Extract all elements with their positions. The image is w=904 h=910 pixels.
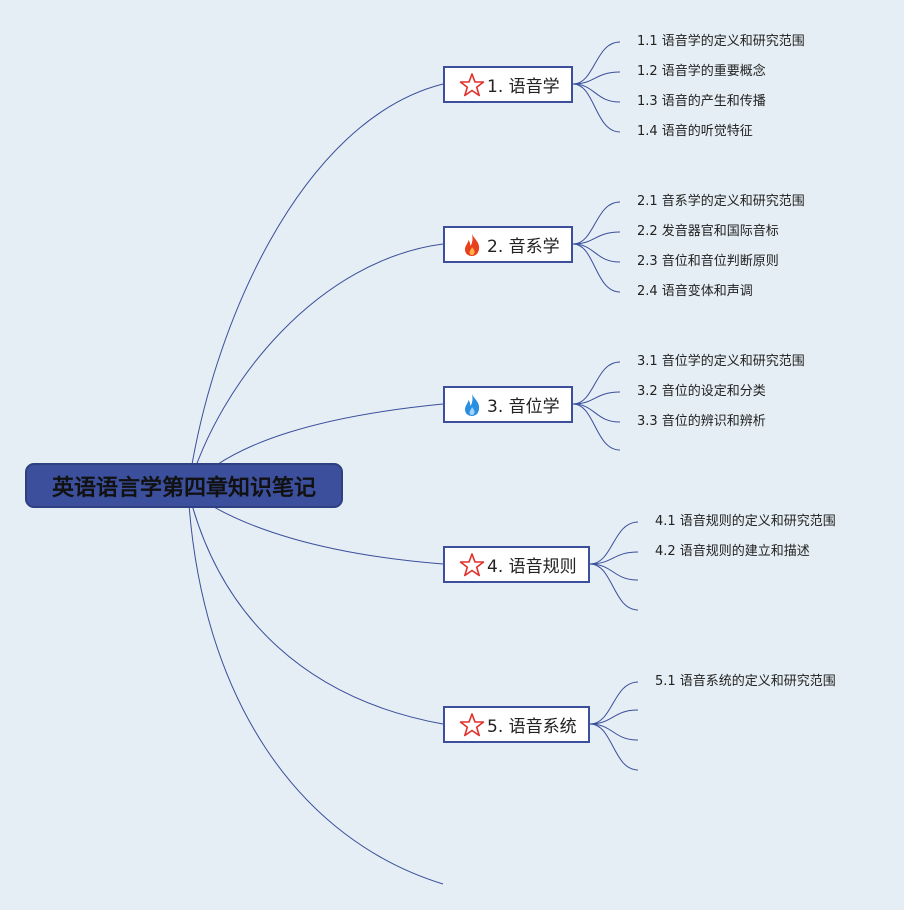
leaf-item[interactable]: 3.1 音位学的定义和研究范围 [637,354,805,369]
root-title: 英语语言学第四章知识笔记 [51,475,316,501]
branch-label: 5. 语音系统 [487,717,577,737]
star-icon [459,72,485,98]
branch-label: 3. 音位学 [487,397,560,417]
leaf-item[interactable]: 1.3 语音的产生和传播 [637,94,766,109]
link-root-branch-1 [187,83,444,491]
branch-phonemics[interactable]: 3. 音位学 [443,386,573,423]
link-root-branch-5 [187,489,444,725]
link-root-extra [187,489,444,885]
branch-label: 1. 语音学 [487,77,560,97]
leaf-item[interactable]: 1.2 语音学的重要概念 [637,64,766,79]
leaf-item[interactable]: 1.4 语音的听觉特征 [637,124,753,139]
leaf-item[interactable]: 3.3 音位的辨识和辨析 [637,414,766,429]
star-icon [459,552,485,578]
branch-label: 4. 语音规则 [487,557,577,577]
leaf-item[interactable]: 4.2 语音规则的建立和描述 [655,544,810,559]
leaf-item[interactable]: 2.1 音系学的定义和研究范围 [637,194,805,209]
leaf-item[interactable]: 5.1 语音系统的定义和研究范围 [655,674,836,689]
star-icon [459,712,485,738]
leaf-item[interactable]: 1.1 语音学的定义和研究范围 [637,34,805,49]
leaf-item[interactable]: 2.4 语音变体和声调 [637,284,753,299]
branch-sound-system[interactable]: 5. 语音系统 [443,706,590,743]
blue-flame-icon [459,392,485,418]
leaf-item[interactable]: 2.3 音位和音位判断原则 [637,254,779,269]
leaf-item[interactable]: 3.2 音位的设定和分类 [637,384,766,399]
fire-icon [459,232,485,258]
link-root-branch-2 [187,243,444,491]
leaf-item[interactable]: 4.1 语音规则的定义和研究范围 [655,514,836,529]
branch-phonological-rules[interactable]: 4. 语音规则 [443,546,590,583]
branch-phonology[interactable]: 2. 音系学 [443,226,573,263]
root-topic[interactable]: 英语语言学第四章知识笔记 [25,463,343,508]
branch-label: 2. 音系学 [487,237,560,257]
branch-phonetics[interactable]: 1. 语音学 [443,66,573,103]
leaf-item[interactable]: 2.2 发音器官和国际音标 [637,224,779,239]
